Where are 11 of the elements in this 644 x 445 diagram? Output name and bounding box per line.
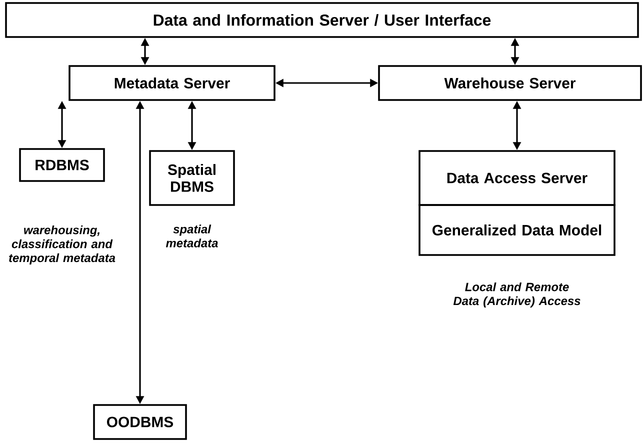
- server-box: Warehouse Server: [378, 65, 642, 101]
- caption-text: spatial metadata: [166, 224, 218, 248]
- server-box: Metadata Server: [68, 65, 276, 101]
- server-box: Data and Information Server / User Interface: [5, 2, 639, 38]
- database-box: Spatial DBMS: [149, 150, 235, 206]
- database-box: RDBMS: [19, 148, 105, 182]
- database-box: OODBMS: [93, 404, 187, 440]
- caption-text: warehousing, classification and temporal metadata: [9, 225, 116, 265]
- server-box: Data Access Server: [418, 150, 616, 206]
- caption-text: Local and Remote Data (Archive) Access: [453, 282, 580, 308]
- model-box: Generalized Data Model: [418, 204, 616, 256]
